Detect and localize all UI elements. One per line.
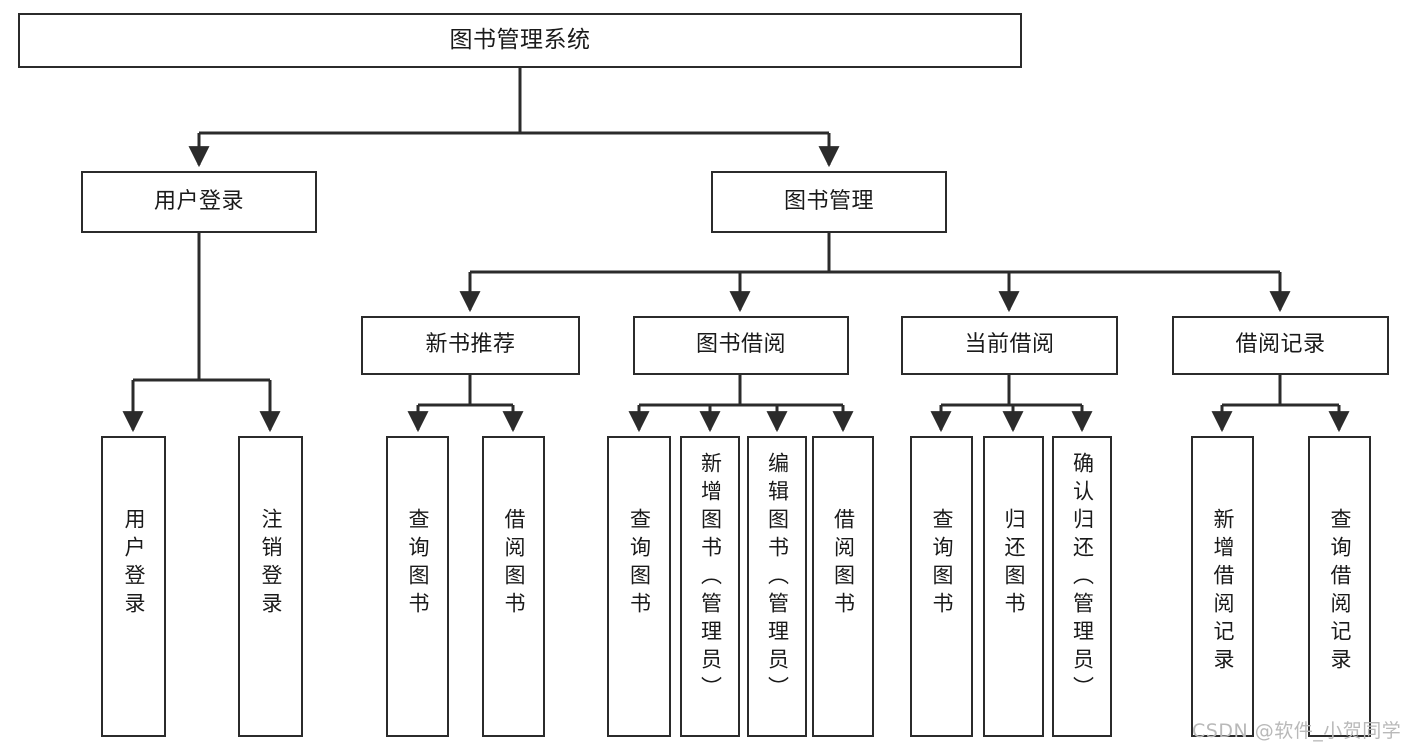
node-leaf-add-borrow-record-label: 新增借阅记录 bbox=[1211, 508, 1235, 676]
node-leaf-confirm-return-admin[interactable]: 确认归还（管理员） bbox=[1052, 436, 1112, 737]
node-current-borrow-label: 当前借阅 bbox=[964, 332, 1055, 358]
node-borrow-record-label: 借阅记录 bbox=[1235, 332, 1326, 358]
node-leaf-edit-book-admin-label: 编辑图书（管理员） bbox=[765, 452, 790, 704]
node-leaf-query-book-current[interactable]: 查询图书 bbox=[910, 436, 973, 737]
node-leaf-query-book-borrow-label: 查询图书 bbox=[627, 508, 652, 620]
node-root[interactable]: 图书管理系统 bbox=[18, 13, 1022, 68]
node-leaf-add-book-admin-label: 新增图书（管理员） bbox=[698, 452, 723, 704]
node-leaf-query-book-current-label: 查询图书 bbox=[930, 508, 954, 620]
node-leaf-add-borrow-record[interactable]: 新增借阅记录 bbox=[1191, 436, 1254, 737]
node-leaf-confirm-return-admin-label: 确认归还（管理员） bbox=[1070, 452, 1095, 704]
node-leaf-query-book-rec-label: 查询图书 bbox=[406, 508, 430, 620]
node-leaf-edit-book-admin[interactable]: 编辑图书（管理员） bbox=[747, 436, 807, 737]
node-leaf-borrow-book-rec-label: 借阅图书 bbox=[502, 508, 526, 620]
node-book-manage[interactable]: 图书管理 bbox=[711, 171, 947, 233]
node-leaf-user-login[interactable]: 用户登录 bbox=[101, 436, 166, 737]
node-current-borrow[interactable]: 当前借阅 bbox=[901, 316, 1118, 375]
node-book-borrow-label: 图书借阅 bbox=[695, 332, 786, 358]
node-book-manage-label: 图书管理 bbox=[783, 188, 874, 214]
node-root-label: 图书管理系统 bbox=[449, 26, 591, 53]
node-leaf-query-borrow-record[interactable]: 查询借阅记录 bbox=[1308, 436, 1371, 737]
node-book-borrow[interactable]: 图书借阅 bbox=[633, 316, 849, 375]
node-user-login-label: 用户登录 bbox=[153, 188, 244, 214]
node-leaf-borrow-book[interactable]: 借阅图书 bbox=[812, 436, 874, 737]
node-leaf-user-logout-label: 注销登录 bbox=[259, 508, 283, 620]
node-leaf-user-login-label: 用户登录 bbox=[122, 508, 146, 620]
watermark: CSDN @软件_小贺同学 bbox=[1192, 720, 1402, 742]
node-user-login[interactable]: 用户登录 bbox=[81, 171, 317, 233]
node-leaf-query-book-rec[interactable]: 查询图书 bbox=[386, 436, 449, 737]
node-leaf-borrow-book-label: 借阅图书 bbox=[831, 508, 856, 620]
node-leaf-query-borrow-record-label: 查询借阅记录 bbox=[1328, 508, 1352, 676]
node-new-book-recommend-label: 新书推荐 bbox=[425, 332, 516, 358]
node-borrow-record[interactable]: 借阅记录 bbox=[1172, 316, 1389, 375]
node-new-book-recommend[interactable]: 新书推荐 bbox=[361, 316, 580, 375]
node-leaf-return-book-label: 归还图书 bbox=[1002, 508, 1026, 620]
node-leaf-user-logout[interactable]: 注销登录 bbox=[238, 436, 303, 737]
node-leaf-borrow-book-rec[interactable]: 借阅图书 bbox=[482, 436, 545, 737]
node-leaf-query-book-borrow[interactable]: 查询图书 bbox=[607, 436, 671, 737]
node-leaf-add-book-admin[interactable]: 新增图书（管理员） bbox=[680, 436, 740, 737]
node-leaf-return-book[interactable]: 归还图书 bbox=[983, 436, 1044, 737]
